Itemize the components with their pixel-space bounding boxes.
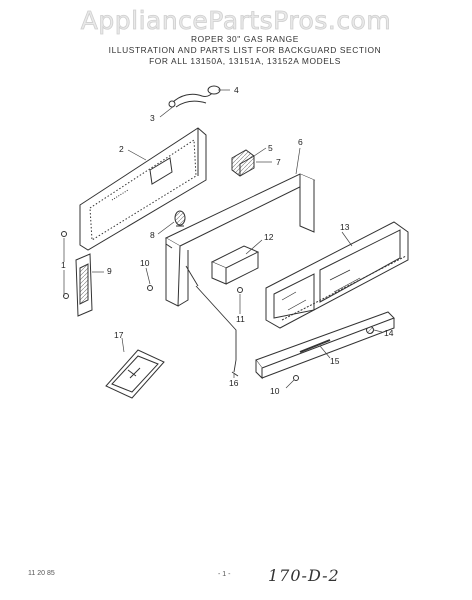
callout-17: 17 xyxy=(114,330,124,340)
part-13-glass-panel xyxy=(265,221,409,329)
callout-5: 5 xyxy=(268,143,273,153)
callout-16: 16 xyxy=(229,378,239,388)
diagram-title: ROPER 30" GAS RANGE ILLUSTRATION AND PAR… xyxy=(100,34,390,67)
part-12-shield xyxy=(210,245,260,285)
callout-7: 7 xyxy=(276,157,281,167)
handwritten-note: 170-D-2 xyxy=(268,566,340,585)
part-4-wire-harness xyxy=(168,85,221,108)
leader-lines xyxy=(63,89,383,389)
part-5-clock-timer xyxy=(231,149,255,177)
callout-14: 14 xyxy=(384,328,394,338)
part-15-trim-strip xyxy=(255,311,395,380)
callout-10-lower: 10 xyxy=(270,386,280,396)
callout-11: 11 xyxy=(236,314,245,324)
callout-4: 4 xyxy=(234,85,239,95)
callout-10-upper: 10 xyxy=(140,258,150,268)
screws xyxy=(61,231,299,381)
part-6-backguard-frame xyxy=(164,173,316,307)
part-16-wire-lead xyxy=(185,265,239,377)
callout-numbers: 4 3 2 5 7 6 8 9 1 10 11 12 13 14 15 16 1… xyxy=(61,85,394,396)
callout-13: 13 xyxy=(340,222,350,232)
part-2-rear-panel xyxy=(79,127,207,251)
title-line-2: ILLUSTRATION AND PARTS LIST FOR BACKGUAR… xyxy=(108,45,382,55)
footer-date: 11 20 85 xyxy=(28,570,55,577)
callout-3: 3 xyxy=(150,113,155,123)
watermark: AppliancePartsPros.com xyxy=(80,6,392,36)
callout-6: 6 xyxy=(298,137,303,147)
footer-page-number: - 1 - xyxy=(218,571,231,578)
callout-12: 12 xyxy=(264,232,274,242)
callout-9: 9 xyxy=(107,266,112,276)
part-9-side-bracket xyxy=(75,253,93,317)
callout-15: 15 xyxy=(330,356,340,366)
callout-8: 8 xyxy=(150,230,155,240)
callout-2: 2 xyxy=(119,144,124,154)
title-line-1: ROPER 30" GAS RANGE xyxy=(191,34,299,44)
part-8-switch xyxy=(174,210,186,227)
title-line-3: FOR ALL 13150A, 13151A, 13152A MODELS xyxy=(149,56,341,66)
callout-1: 1 xyxy=(61,260,66,270)
part-17-light-panel xyxy=(105,349,165,399)
